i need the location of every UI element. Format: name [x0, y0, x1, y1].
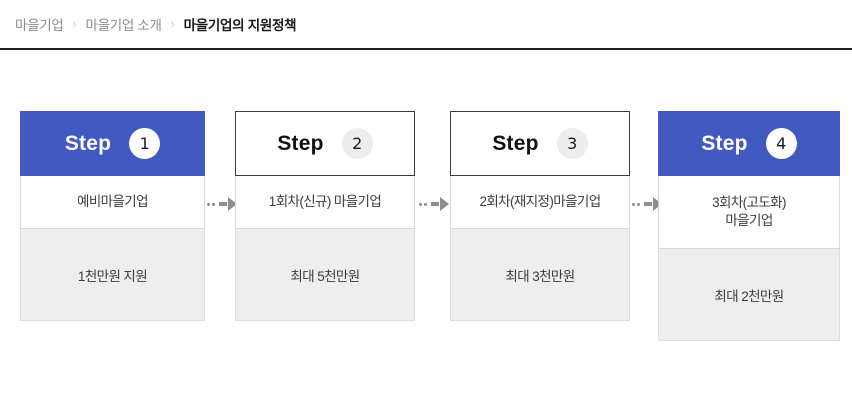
- arrow-dot: [419, 202, 422, 206]
- step-card-1: Step 1 예비마을기업 1천만원 지원: [20, 111, 205, 321]
- step-number-badge-4: 4: [765, 128, 797, 159]
- breadcrumb: 마을기업 › 마을기업 소개 › 마을기업의 지원정책: [0, 0, 852, 50]
- step-card-2: Step 2 1회차(신규) 마을기업 최대 5천만원: [235, 111, 415, 321]
- step-number-badge-3: 3: [556, 128, 588, 159]
- support-policy-step-flow: Step 1 예비마을기업 1천만원 지원 Step 2 1회차(신규) 마을기…: [0, 50, 852, 407]
- step-card-4: Step 4 3회차(고도화) 마을기업 최대 2천만원: [658, 111, 840, 341]
- arrow-step2-to-step3-icon: [419, 196, 449, 212]
- arrow-head: [653, 197, 662, 211]
- step-title-2: 1회차(신규) 마을기업: [235, 176, 415, 229]
- breadcrumb-item-2[interactable]: 마을기업 소개: [85, 18, 162, 33]
- arrow-head: [228, 197, 237, 211]
- step-header-4: Step 4: [658, 111, 840, 176]
- step-header-2: Step 2: [235, 111, 415, 176]
- arrow-shaft: [218, 202, 227, 206]
- arrow-shaft: [430, 202, 439, 206]
- step-title-3: 2회차(재지정)마을기업: [450, 176, 630, 229]
- step-amount-2: 최대 5천만원: [235, 229, 415, 321]
- breadcrumb-separator-icon: ›: [170, 15, 176, 33]
- arrow-dot: [212, 202, 216, 206]
- step-amount-3: 최대 3천만원: [450, 229, 630, 321]
- breadcrumb-separator-icon: ›: [72, 15, 77, 33]
- breadcrumb-item-1[interactable]: 마을기업: [15, 18, 64, 33]
- step-title-1: 예비마을기업: [20, 176, 205, 229]
- step-label-4: Step: [701, 131, 748, 155]
- step-number-badge-2: 2: [341, 128, 373, 159]
- step-number-badge-1: 1: [129, 128, 161, 159]
- step-label-3: Step: [492, 131, 539, 155]
- step-amount-1: 1천만원 지원: [20, 229, 205, 321]
- arrow-dot: [207, 202, 210, 206]
- step-header-3: Step 3: [450, 111, 630, 176]
- arrow-head: [440, 197, 449, 211]
- arrow-step1-to-step2-icon: [207, 196, 237, 212]
- step-label-1: Step: [64, 131, 112, 155]
- arrow-dot: [632, 202, 635, 206]
- step-label-2: Step: [277, 131, 324, 155]
- arrow-dot: [424, 202, 428, 206]
- step-card-3: Step 3 2회차(재지정)마을기업 최대 3천만원: [450, 111, 630, 321]
- step-header-1: Step 1: [20, 111, 205, 176]
- arrow-step3-to-step4-icon: [632, 196, 662, 212]
- arrow-dot: [637, 202, 641, 206]
- step-title-4: 3회차(고도화) 마을기업: [658, 176, 840, 249]
- breadcrumb-item-current: 마을기업의 지원정책: [183, 18, 297, 33]
- step-amount-4: 최대 2천만원: [658, 249, 840, 341]
- arrow-shaft: [643, 202, 652, 206]
